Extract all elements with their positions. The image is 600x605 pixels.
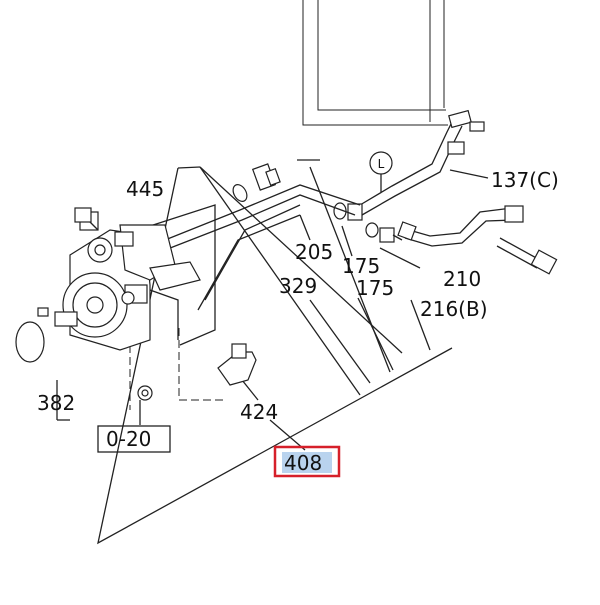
callout-205: 205 — [295, 240, 333, 264]
callout-210: 210 — [443, 267, 481, 291]
fuel-pipe-137c — [359, 109, 485, 216]
background-pipes — [129, 0, 448, 410]
callout-424: 424 — [240, 400, 278, 424]
callout-020-box — [97, 425, 171, 453]
callout-020: 0-20 — [106, 427, 151, 451]
union-bolt-175 — [333, 202, 403, 243]
fuel-pipe-210 — [397, 205, 524, 247]
bolt-445 — [74, 207, 99, 231]
callout-445: 445 — [126, 177, 164, 201]
highlight-fill — [282, 452, 332, 473]
callout-329: 329 — [279, 274, 317, 298]
injection-pump — [37, 211, 201, 351]
marker-l — [369, 151, 393, 192]
leak-off-pipe-329 — [197, 184, 301, 311]
callout-175a: 175 — [342, 254, 380, 278]
highlight-408[interactable]: 408 — [273, 445, 341, 478]
sensor-424 — [217, 343, 257, 386]
pipe-205 — [149, 163, 361, 346]
highlight-frame — [273, 445, 341, 478]
callout-408: 408 — [284, 451, 322, 475]
callout-216b: 216(B) — [420, 297, 488, 321]
callout-labels: 445 137(C) 205 175 210 329 175 216(B) 38… — [37, 157, 559, 451]
leader-lines — [56, 159, 489, 545]
marker-l-label: L — [378, 157, 385, 171]
callout-175b: 175 — [356, 276, 394, 300]
callout-382: 382 — [37, 391, 75, 415]
washer-020 — [137, 385, 153, 401]
callout-137c: 137(C) — [491, 168, 559, 192]
o-ring-382 — [15, 321, 45, 363]
bolt-right — [496, 237, 558, 275]
